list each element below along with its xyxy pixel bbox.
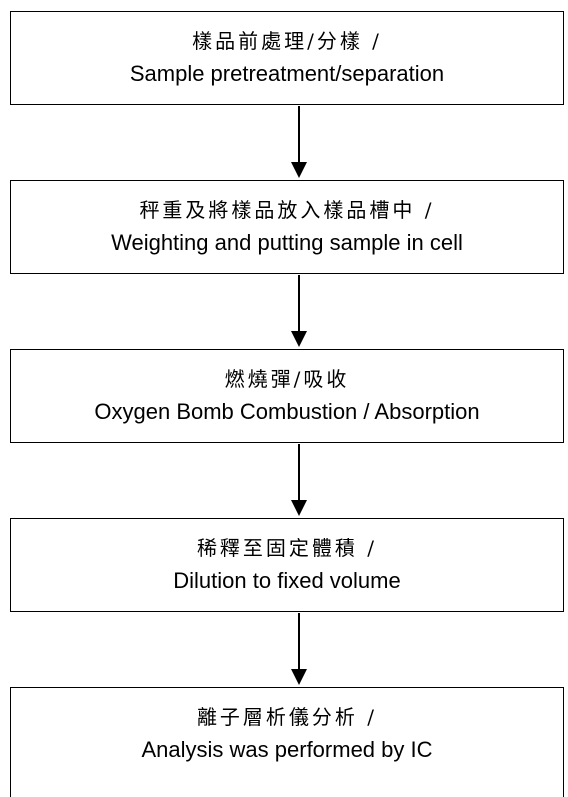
arrow-2-shaft [298,275,300,331]
step-1-chinese-label: 樣品前處理/分樣 / [192,29,382,53]
step-3-box: 燃燒彈/吸收 Oxygen Bomb Combustion / Absorpti… [10,349,564,443]
step-4-box: 稀釋至固定體積 / Dilution to fixed volume [10,518,564,612]
step-5-english-label: Analysis was performed by IC [141,737,433,762]
step-5-chinese-label: 離子層析儀分析 / [196,705,378,729]
arrow-3-head-icon [291,500,307,516]
arrow-1-shaft [298,106,300,162]
step-2-chinese-label: 秤重及將樣品放入樣品槽中 / [139,198,435,222]
arrow-4-head-icon [291,669,307,685]
arrow-1-down [291,106,307,178]
arrow-2-head-icon [291,331,307,347]
step-4-english-label: Dilution to fixed volume [173,568,401,593]
step-4-chinese-label: 稀釋至固定體積 / [196,536,378,560]
arrow-3-down [291,444,307,516]
arrow-4-shaft [298,613,300,669]
arrow-2-down [291,275,307,347]
arrow-4-down [291,613,307,685]
step-2-english-label: Weighting and putting sample in cell [111,230,463,255]
arrow-3-shaft [298,444,300,500]
step-1-english-label: Sample pretreatment/separation [129,61,445,86]
step-3-english-label: Oxygen Bomb Combustion / Absorption [94,399,480,424]
step-5-box: 離子層析儀分析 / Analysis was performed by IC [10,687,564,797]
step-3-chinese-label: 燃燒彈/吸收 [224,367,350,391]
arrow-1-head-icon [291,162,307,178]
step-1-box: 樣品前處理/分樣 / Sample pretreatment/separatio… [10,11,564,105]
step-2-box: 秤重及將樣品放入樣品槽中 / Weighting and putting sam… [10,180,564,274]
